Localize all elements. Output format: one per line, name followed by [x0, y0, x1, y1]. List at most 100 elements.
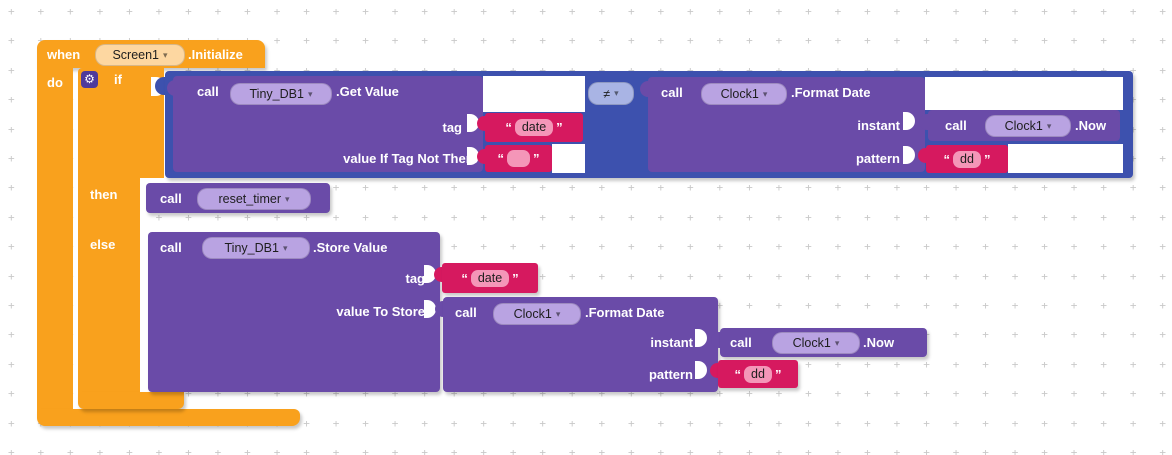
text-block-dd[interactable]: “ dd ” — [718, 360, 798, 388]
clock-dropdown[interactable]: Clock1 ▾ — [701, 83, 787, 105]
call-label: call — [455, 305, 477, 320]
when-event-block-bottom-bar[interactable] — [37, 409, 300, 426]
socket-notch — [424, 265, 436, 283]
text-block-empty[interactable]: “ ” — [485, 145, 552, 172]
string-field-dd[interactable]: dd — [744, 365, 772, 383]
call-label: call — [160, 191, 182, 206]
then-label: then — [90, 187, 118, 202]
dropdown-arrow-icon: ▾ — [307, 88, 313, 99]
dropdown-arrow-icon: ▾ — [1046, 120, 1052, 131]
canvas-hole — [925, 77, 1123, 110]
get-value-method-label: .Get Value — [336, 84, 399, 99]
open-quote-icon: “ — [943, 151, 951, 167]
close-quote-icon: ” — [533, 151, 540, 166]
when-event-block-spine[interactable] — [37, 66, 73, 411]
not-equal-block-plug — [155, 77, 167, 95]
clock-dropdown-label: Clock1 — [720, 87, 759, 101]
canvas-hole — [1008, 144, 1123, 173]
string-field-dd[interactable]: dd — [953, 150, 981, 168]
text-block-date[interactable]: “ date ” — [442, 263, 538, 293]
tinydb-dropdown[interactable]: Tiny_DB1 ▾ — [202, 237, 310, 259]
else-label: else — [90, 237, 116, 252]
format-date-block-plug — [640, 81, 649, 97]
procedure-dropdown[interactable]: reset_timer ▾ — [197, 188, 311, 210]
tag-param-label: tag — [442, 120, 463, 135]
operator-dropdown[interactable]: ≠ ▾ — [588, 82, 634, 105]
call-label: call — [160, 240, 182, 255]
now-block-plug — [919, 114, 928, 130]
if-label: if — [114, 72, 122, 87]
if-block-body[interactable] — [78, 178, 140, 392]
procedure-dropdown-label: reset_timer — [218, 192, 281, 206]
open-quote-icon: “ — [505, 120, 512, 135]
clock-dropdown-label: Clock1 — [1004, 119, 1043, 133]
format-date-method-label: .Format Date — [585, 305, 665, 320]
open-quote-icon: “ — [461, 270, 468, 286]
socket-notch — [695, 329, 707, 347]
dropdown-arrow-icon: ▾ — [163, 49, 168, 60]
instant-param-label: instant — [650, 335, 693, 350]
pattern-param-label: pattern — [855, 151, 900, 166]
clock-dropdown[interactable]: Clock1 ▾ — [985, 115, 1071, 137]
value-to-store-param-label: value To Store — [336, 304, 425, 319]
tinydb-dropdown[interactable]: Tiny_DB1 ▾ — [230, 83, 332, 105]
text-block-dd[interactable]: “ dd ” — [926, 145, 1008, 173]
get-value-block-plug — [167, 80, 176, 96]
dropdown-arrow-icon: ▾ — [555, 308, 561, 319]
initialize-event-label: .Initialize — [188, 47, 243, 62]
clock-dropdown-label: Clock1 — [792, 336, 831, 350]
open-quote-icon: “ — [734, 366, 742, 382]
if-block-bottom-arm[interactable] — [78, 392, 184, 409]
dropdown-arrow-icon: ▾ — [285, 193, 290, 204]
store-value-method-label: .Store Value — [313, 240, 388, 255]
now-method-label: .Now — [863, 335, 895, 350]
close-quote-icon: ” — [556, 120, 563, 135]
tinydb-dropdown-label: Tiny_DB1 — [224, 241, 279, 255]
close-quote-icon: ” — [512, 270, 519, 286]
call-label: call — [661, 85, 683, 100]
clock-dropdown[interactable]: Clock1 ▾ — [493, 303, 581, 325]
not-equal-operator-label: ≠ — [603, 86, 611, 101]
tag-param-label: tag — [405, 271, 426, 286]
call-label: call — [945, 118, 967, 133]
text-block-plug — [710, 363, 718, 378]
call-label: call — [197, 84, 219, 99]
socket-notch — [903, 112, 915, 130]
value-if-tag-param-label: value If Tag Not There — [343, 151, 478, 166]
text-block-date[interactable]: “ date ” — [485, 113, 583, 142]
dropdown-arrow-icon: ▾ — [282, 242, 288, 253]
screen-dropdown[interactable]: Screen1 ▾ — [95, 44, 185, 66]
instant-param-label: instant — [857, 118, 900, 133]
tinydb-dropdown-label: Tiny_DB1 — [249, 87, 304, 101]
now-method-label: .Now — [1075, 118, 1107, 133]
clock-dropdown-label: Clock1 — [513, 307, 552, 321]
open-quote-icon: “ — [497, 151, 505, 166]
close-quote-icon: ” — [774, 366, 782, 382]
clock-dropdown[interactable]: Clock1 ▾ — [772, 332, 860, 354]
text-block-plug — [918, 148, 926, 163]
socket-notch — [467, 147, 479, 165]
text-block-plug — [434, 267, 442, 282]
canvas-hole — [552, 144, 585, 173]
string-field-empty[interactable] — [507, 150, 530, 167]
screen-dropdown-label: Screen1 — [112, 48, 160, 62]
format-date-method-label: .Format Date — [791, 85, 871, 100]
socket-notch — [903, 146, 915, 164]
string-field-date[interactable]: date — [514, 119, 554, 136]
do-label: do — [47, 75, 63, 90]
format-date-block-plug — [435, 301, 444, 317]
canvas-hole — [483, 76, 585, 112]
text-block-plug — [477, 149, 485, 164]
now-block-plug — [711, 332, 720, 348]
string-field-date[interactable]: date — [470, 269, 510, 287]
dropdown-arrow-icon: ▾ — [834, 337, 840, 348]
socket-notch — [695, 361, 707, 379]
close-quote-icon: ” — [983, 151, 991, 167]
text-block-plug — [477, 116, 485, 131]
dropdown-arrow-icon: ▾ — [614, 88, 619, 98]
when-label: when — [47, 47, 81, 62]
pattern-param-label: pattern — [648, 367, 693, 382]
socket-notch — [424, 300, 436, 318]
mutator-gear-icon[interactable]: ⚙ — [81, 71, 98, 88]
